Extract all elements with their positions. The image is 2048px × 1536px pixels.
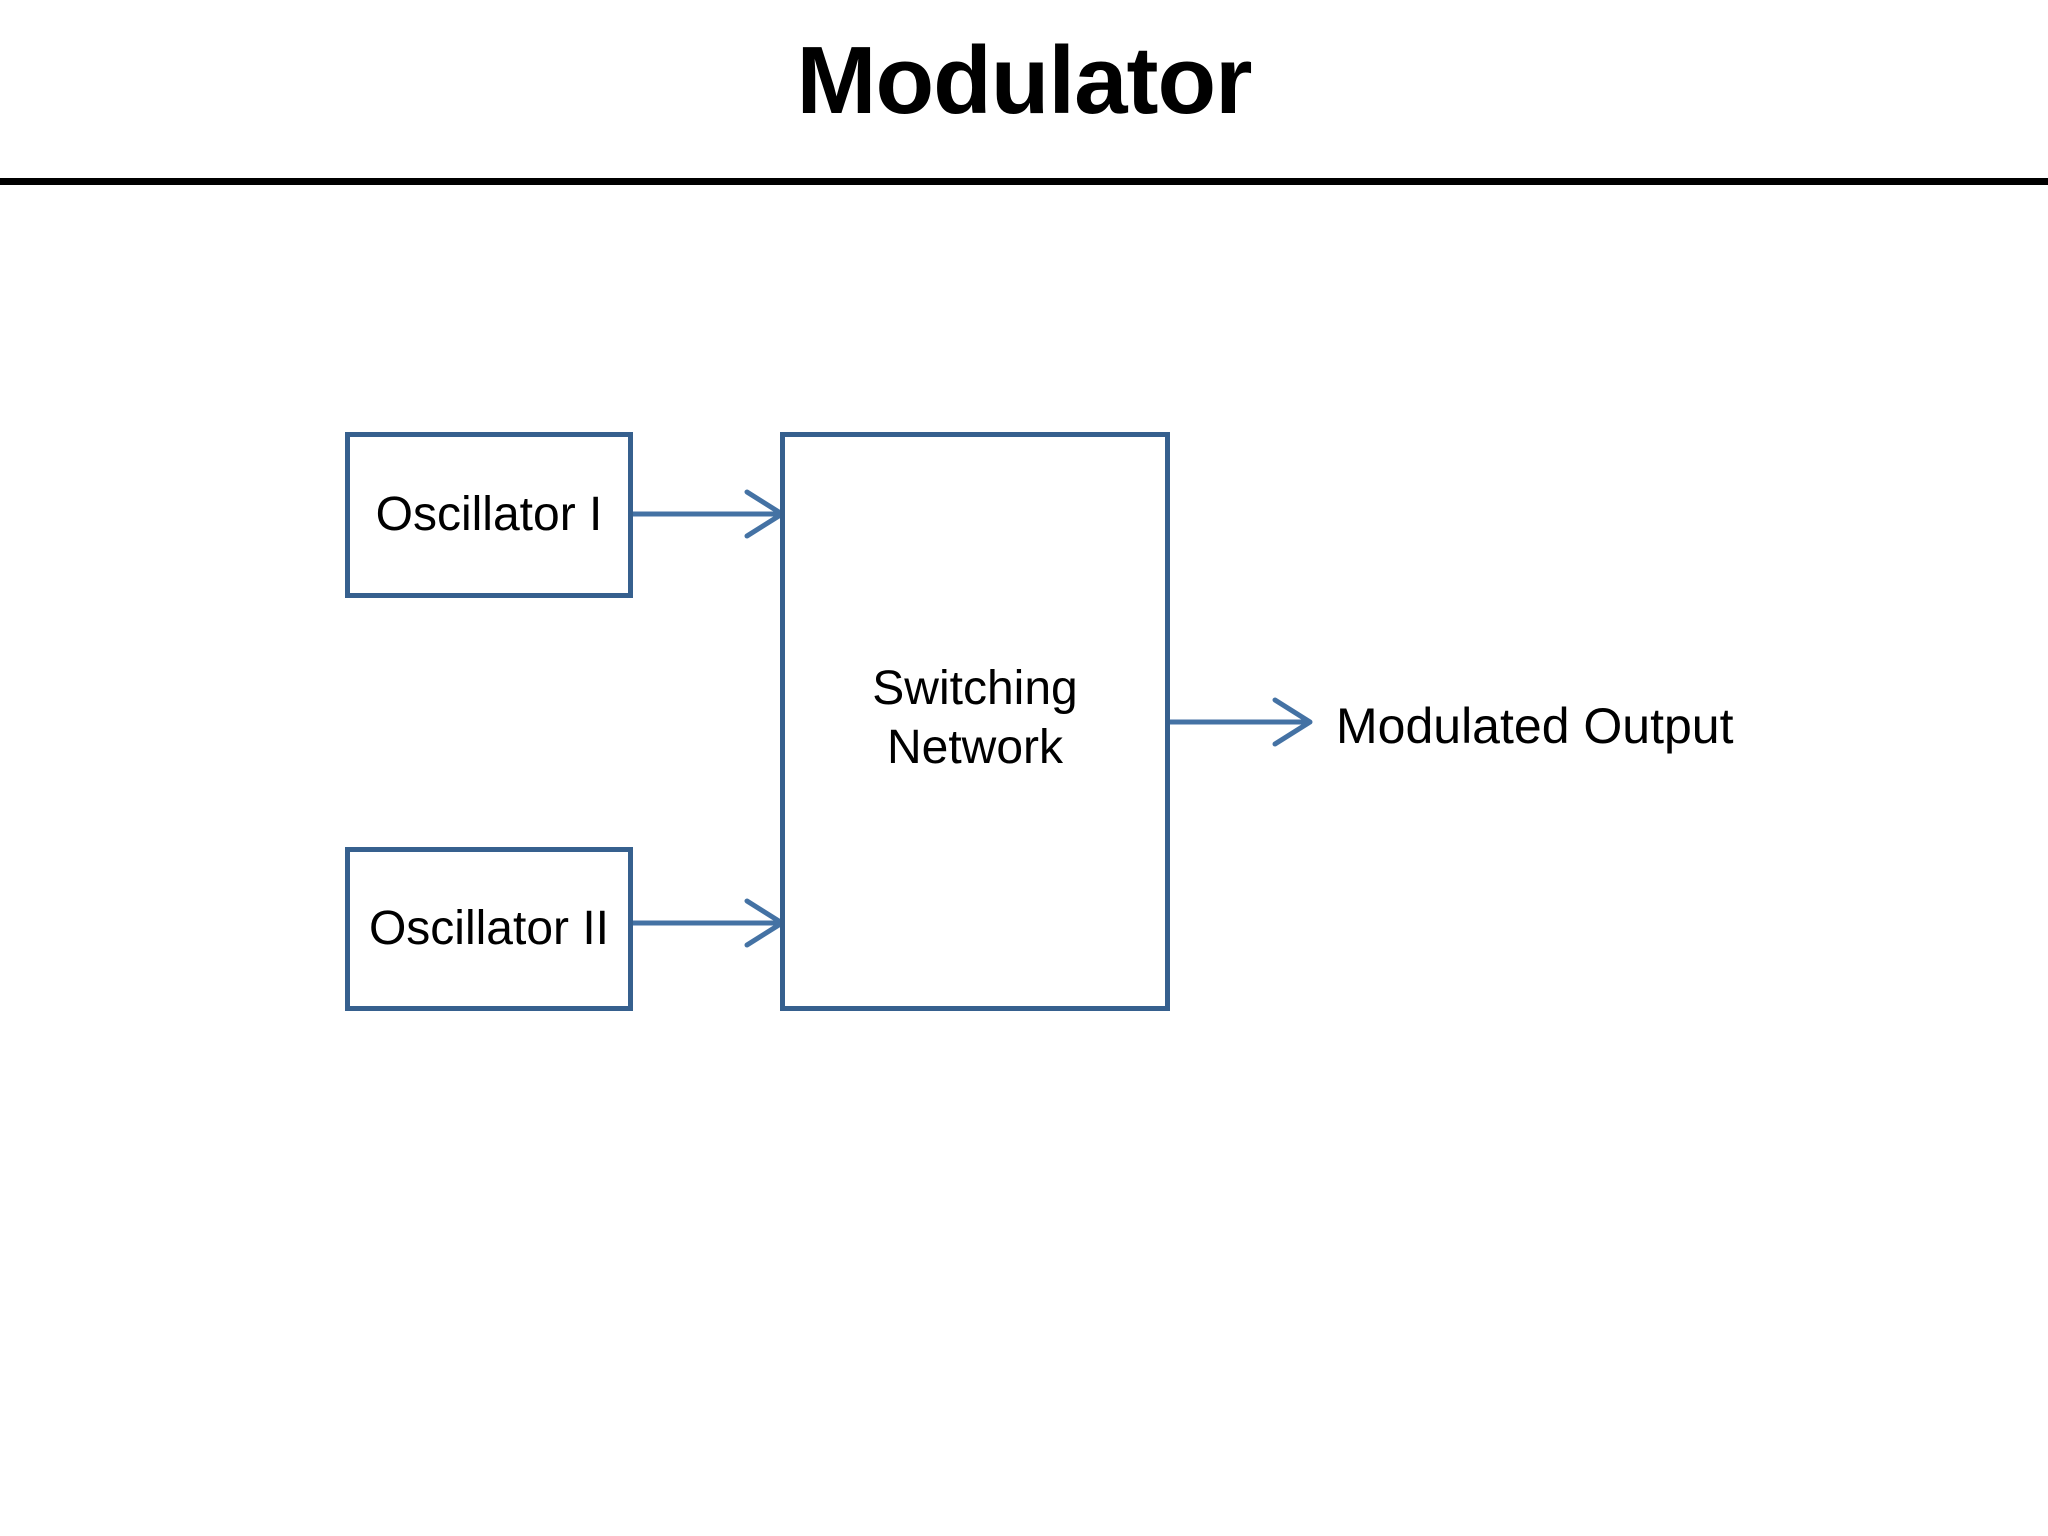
arrowhead-icon <box>744 898 785 948</box>
connector-osc1-to-switching <box>633 489 785 539</box>
block-oscillator-1-label: Oscillator I <box>375 487 603 541</box>
page-title: Modulator <box>796 27 1253 134</box>
connector-osc2-to-switching <box>633 898 785 948</box>
block-oscillator-2[interactable]: Oscillator II <box>345 847 633 1011</box>
arrowhead-icon <box>744 489 785 539</box>
label-modulated-output: Modulated Output <box>1336 698 1734 754</box>
block-switching-network[interactable]: Switching Network <box>780 432 1170 1011</box>
connector-switching-to-output <box>1168 697 1313 747</box>
title-divider <box>0 178 2048 185</box>
block-oscillator-1[interactable]: Oscillator I <box>345 432 633 598</box>
block-switching-network-label: Switching Network <box>872 661 1078 774</box>
arrowhead-icon <box>1272 697 1313 747</box>
block-oscillator-2-label: Oscillator II <box>368 901 610 955</box>
